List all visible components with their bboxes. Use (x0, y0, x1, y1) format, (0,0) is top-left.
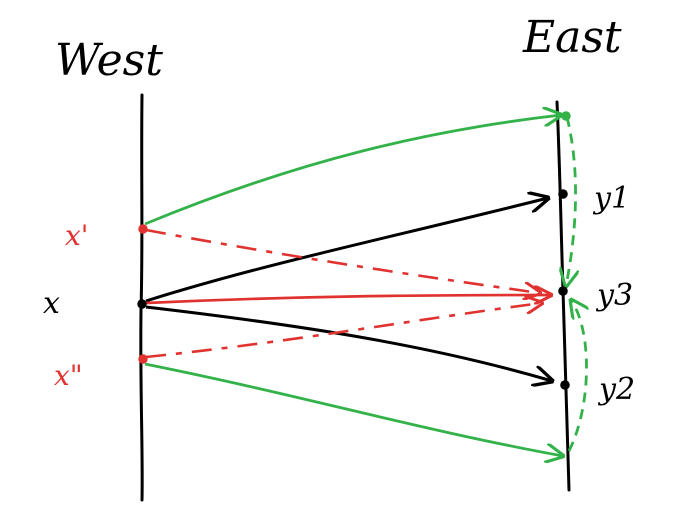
x-prime-to-east-top-arrow (144, 115, 561, 226)
x-label: x (43, 286, 60, 321)
y3-point (558, 286, 568, 296)
x-double-prime-point (138, 354, 148, 364)
west-label: West (55, 35, 163, 86)
x-double-prime-to-y3-dashed-arrow (145, 303, 542, 359)
x-prime-point (138, 224, 148, 234)
west-vertical-line (139, 93, 144, 502)
top-green-dashed-arrow (566, 116, 576, 286)
x-to-y2-arrow (145, 305, 552, 381)
x-point (137, 299, 147, 309)
y2-point (560, 380, 570, 390)
bottom-green-dashed-arrow (567, 300, 587, 452)
y3-label: y3 (595, 278, 633, 313)
x-to-y1-arrow (145, 198, 548, 303)
east-label: East (522, 12, 622, 63)
y1-point (558, 189, 568, 199)
x-prime-to-y3-dashed-arrow (145, 228, 540, 293)
x-to-y3-arrow (145, 295, 551, 303)
x-double-prime-to-east-bottom-arrow (144, 362, 563, 456)
x-double-prime-label: x" (54, 359, 83, 392)
y2-label: y2 (597, 372, 635, 407)
y1-label: y1 (592, 181, 630, 216)
east-vertical-line (555, 100, 571, 492)
east-top-green-point (561, 111, 571, 121)
x-prime-label: x' (65, 219, 89, 252)
